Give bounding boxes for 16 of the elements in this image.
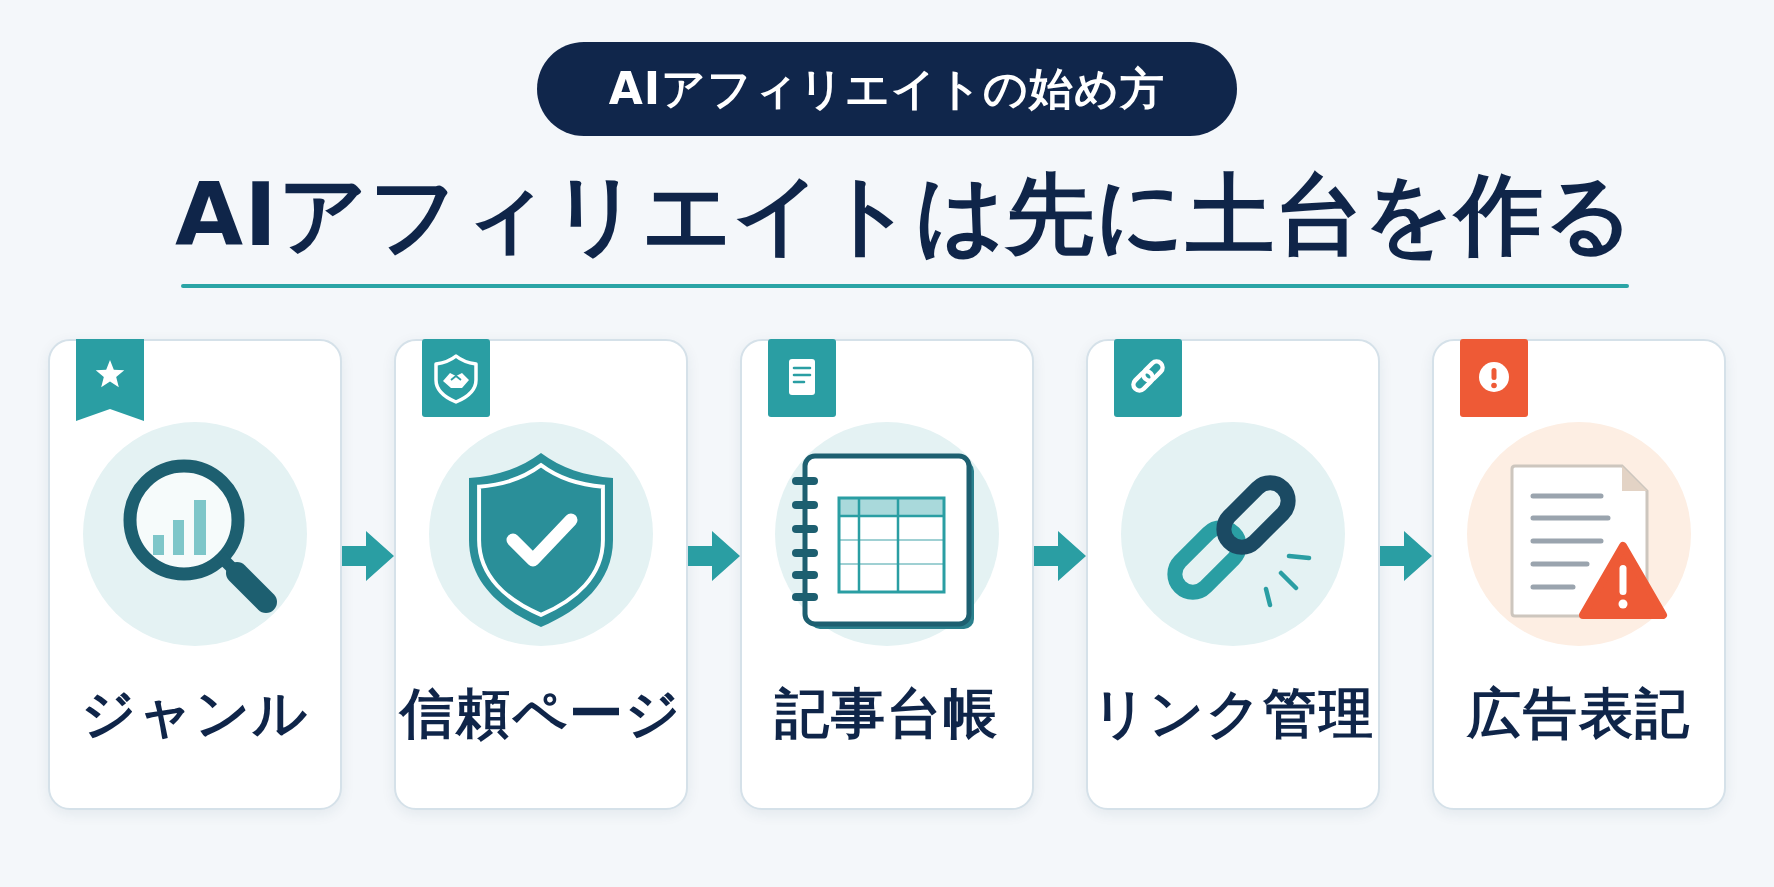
step-label: 記事台帳 [775,682,999,747]
step-label: 広告表記 [1467,682,1691,747]
step-card [740,339,1034,810]
arrow [688,531,740,581]
arrow [1380,531,1432,581]
arrow [342,531,394,581]
step-label: リンク管理 [1091,682,1375,747]
arrow [1034,531,1086,581]
subtitle-pill: AIアフィリエイトの始め方 [537,42,1237,136]
title: AIアフィリエイトは先に土台を作る [174,162,1636,268]
step-card [48,339,342,810]
step-label: ジャンル [81,682,309,747]
step-card [394,339,688,810]
step-card [1432,339,1726,810]
step-label: 信頼ページ [400,682,682,747]
step-card [1086,339,1380,810]
